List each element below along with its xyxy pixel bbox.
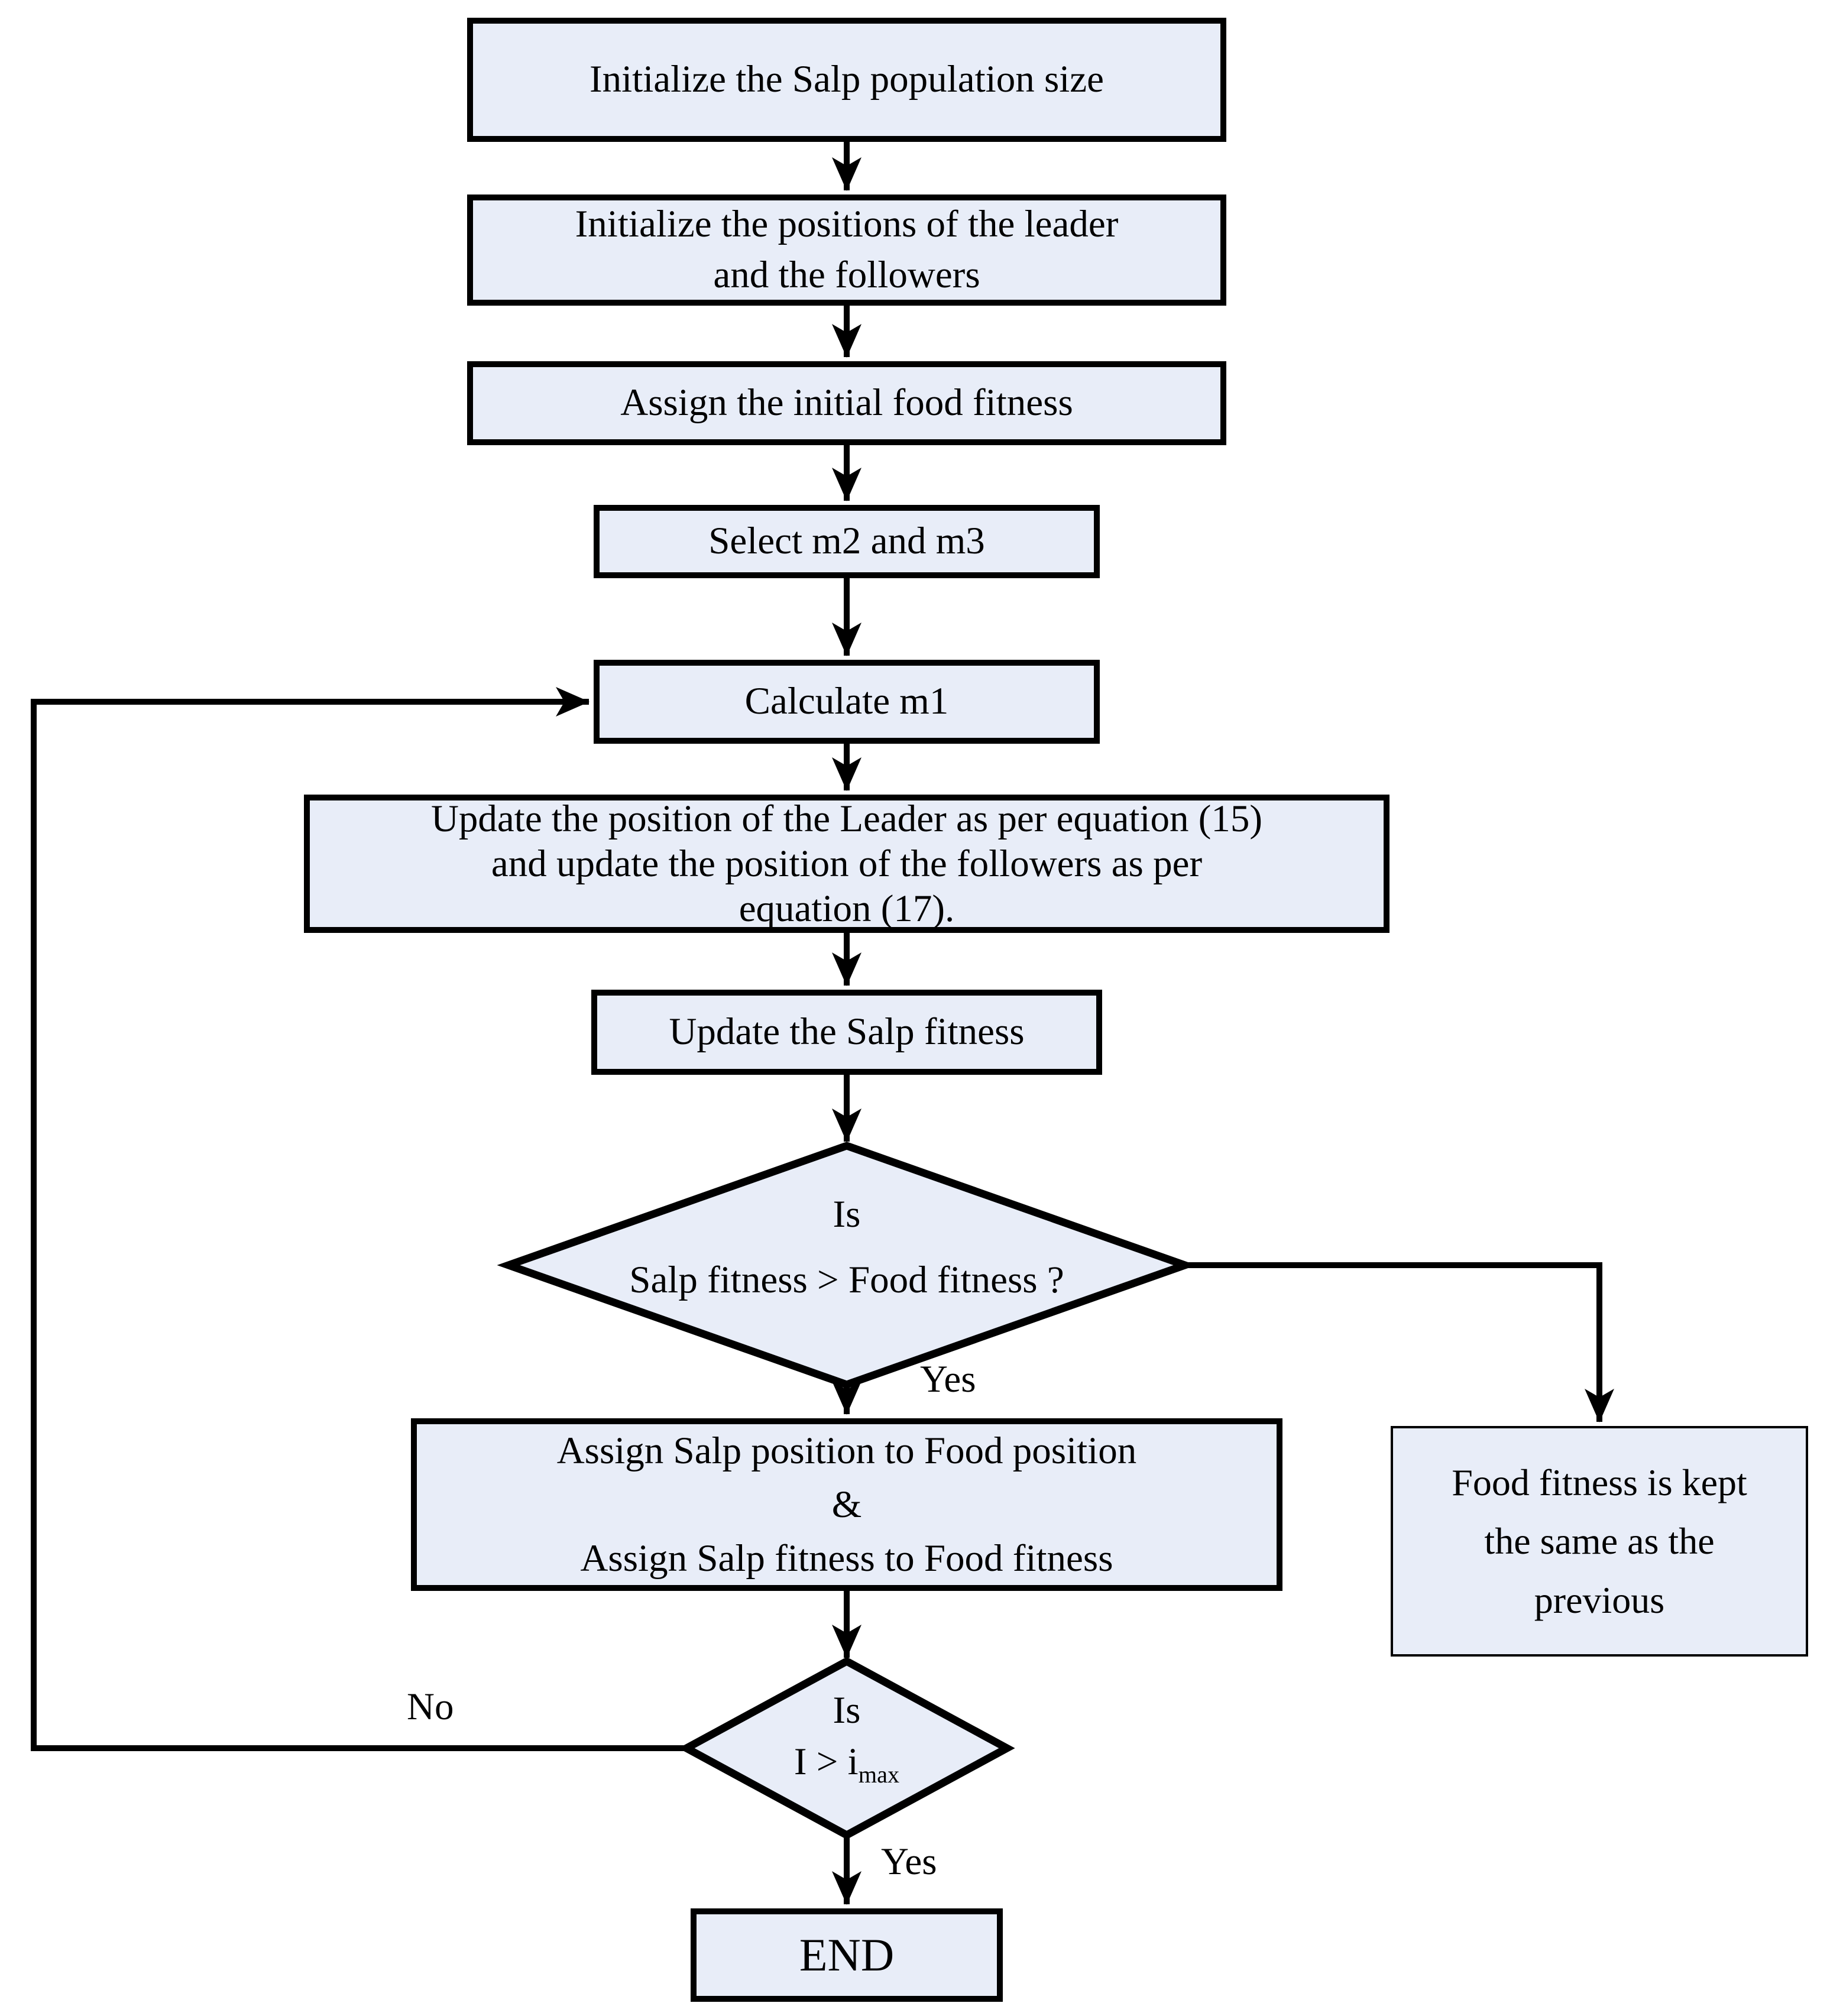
step-calculate-m1: Calculate m1: [594, 660, 1100, 744]
step-calculate-m1-label: Calculate m1: [744, 680, 949, 723]
step-update-salp-fitness: Update the Salp fitness: [591, 990, 1102, 1075]
step-assign-salp-line3: Assign Salp fitness to Food fitness: [580, 1537, 1113, 1580]
step-initialize-positions-line2: and the followers: [713, 254, 980, 296]
step-assign-salp-line2: &: [831, 1483, 862, 1526]
edge-label-yes-iteration: Yes: [881, 1840, 937, 1883]
step-food-fitness-kept-line2: the same as the: [1484, 1520, 1715, 1563]
step-update-leader-follower-positions: Update the position of the Leader as per…: [304, 795, 1389, 933]
step-end: END: [691, 1908, 1003, 2002]
step-initialize-positions-line1: Initialize the positions of the leader: [575, 203, 1119, 246]
step-assign-salp-to-food: Assign Salp position to Food position & …: [411, 1418, 1282, 1591]
step-assign-initial-food-fitness-label: Assign the initial food fitness: [620, 381, 1073, 424]
step-assign-salp-line1: Assign Salp position to Food position: [556, 1429, 1137, 1472]
step-initialize-population-label: Initialize the Salp population size: [589, 58, 1105, 101]
step-initialize-positions: Initialize the positions of the leader a…: [467, 195, 1226, 306]
step-update-positions-line3: equation (17).: [739, 887, 955, 931]
step-food-fitness-kept-line3: previous: [1534, 1579, 1665, 1621]
step-food-fitness-kept: Food fitness is kept the same as the pre…: [1391, 1426, 1808, 1657]
step-initialize-population: Initialize the Salp population size: [467, 18, 1226, 142]
step-update-positions-line1: Update the position of the Leader as per…: [430, 797, 1263, 840]
step-update-salp-fitness-label: Update the Salp fitness: [669, 1010, 1025, 1054]
connector-decision2-no-loop-to-calculate: [31, 687, 686, 1751]
step-select-m2-m3-label: Select m2 and m3: [708, 520, 985, 563]
connector-decision1-to-food-kept: [1185, 1262, 1614, 1423]
step-end-label: END: [799, 1929, 895, 1981]
step-food-fitness-kept-line1: Food fitness is kept: [1452, 1461, 1747, 1504]
decision-iteration-shape: [678, 1657, 1015, 1840]
edge-label-no-iteration: No: [407, 1686, 454, 1728]
step-assign-initial-food-fitness: Assign the initial food fitness: [467, 361, 1226, 445]
step-update-positions-line2: and update the position of the followers…: [491, 842, 1203, 885]
step-select-m2-m3: Select m2 and m3: [594, 505, 1100, 578]
decision-salp-vs-food-shape: [497, 1142, 1197, 1389]
edge-label-yes-salp: Yes: [920, 1358, 976, 1401]
